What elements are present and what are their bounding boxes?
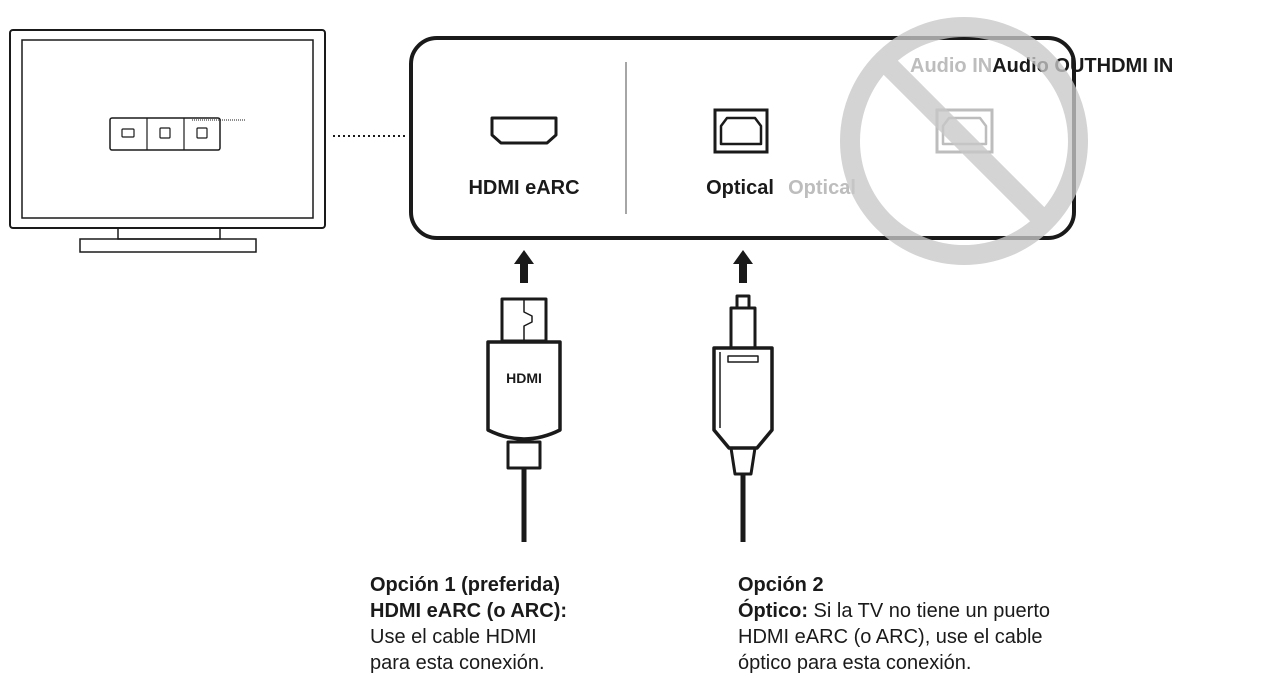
optical-port-label: Optical (706, 177, 774, 199)
hdmi-cable-icon (486, 297, 562, 542)
hdmi-port-icon (490, 116, 558, 145)
tv-illustration (9, 29, 326, 253)
optical-arrow-icon (733, 250, 753, 283)
option2-line1-rest: Si la TV no tiene un puerto (808, 600, 1051, 622)
option2-lead: Óptico: (738, 600, 808, 622)
hdmi-port-label: HDMI eARC (468, 177, 579, 199)
audio-in-label: Audio IN (910, 55, 992, 77)
prohibited-icon (840, 17, 1088, 265)
option1-caption: Opción 1 (preferida) HDMI eARC (o ARC): … (370, 572, 670, 676)
option1-line2: para esta conexión. (370, 652, 545, 674)
hdmi-plug-label: HDMI (506, 370, 542, 386)
option1-title: Opción 1 (preferida) (370, 574, 561, 596)
option2-caption: Opción 2 Óptico: Si la TV no tiene un pu… (738, 572, 1158, 676)
optical-port-icon (713, 108, 769, 154)
optical-port-disabled-label: Optical (788, 177, 856, 199)
option2-line3: óptico para esta conexión. (738, 652, 972, 674)
optical-cable-icon (712, 294, 774, 542)
option2-title: Opción 2 (738, 574, 824, 596)
hdmi-in-label: HDMI IN (1097, 55, 1174, 77)
option1-line1: Use el cable HDMI (370, 626, 537, 648)
option2-line1: Óptico: Si la TV no tiene un puerto (738, 598, 1158, 624)
option1-subtitle: HDMI eARC (o ARC): (370, 600, 568, 622)
hdmi-arrow-icon (514, 250, 534, 283)
option2-line2: HDMI eARC (o ARC), use el cable (738, 626, 1043, 648)
